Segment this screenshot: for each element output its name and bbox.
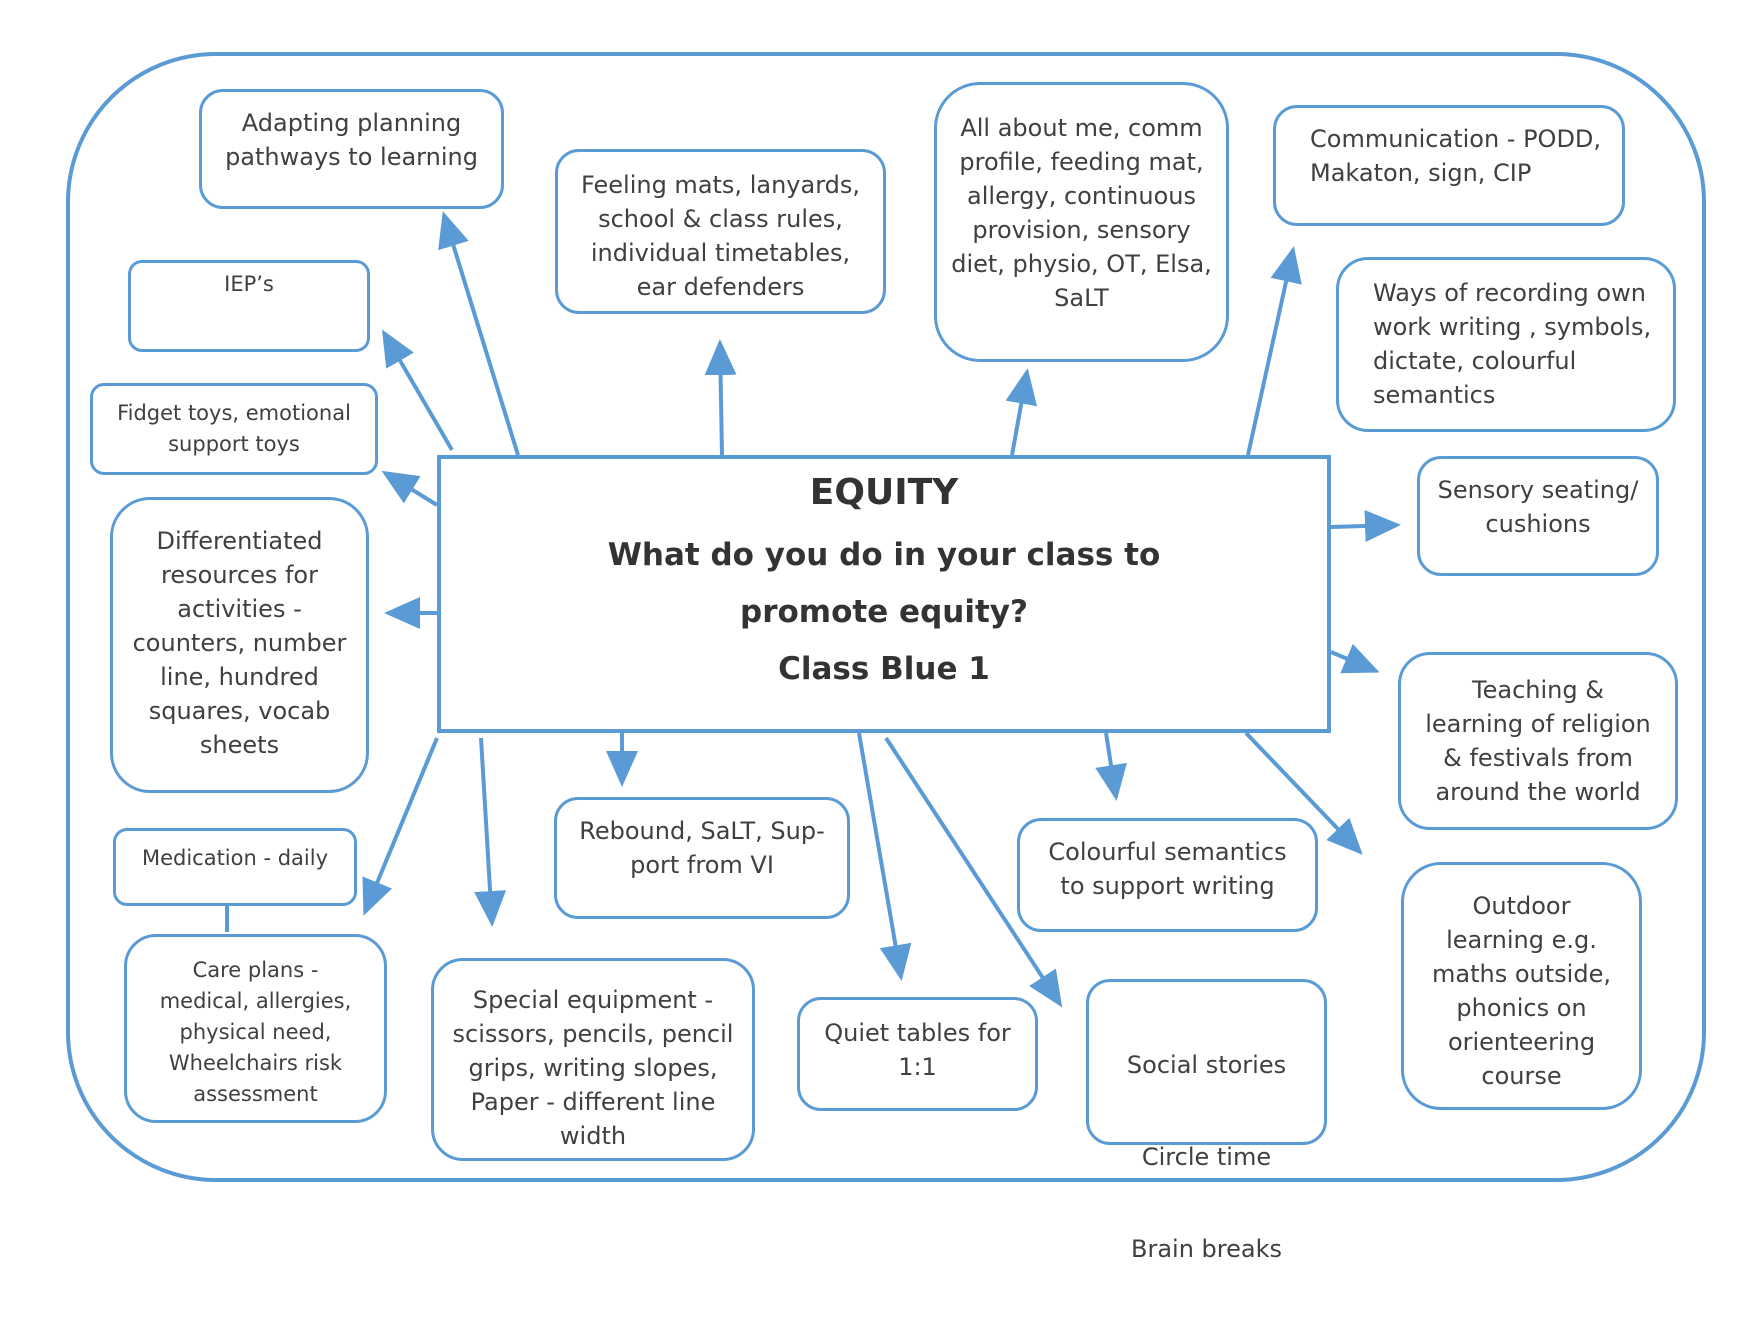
node-ieps: IEP’s [128,260,370,352]
node-special-equipment: Special equipment - scissors, pencils, p… [431,958,755,1161]
arrow-special-equipment [474,737,507,927]
arrow-colourful-semantics [1095,732,1127,801]
social-stories-item: Social stories [1126,1051,1287,1079]
node-communication: Communication - PODD, Makaton, sign, CIP [1273,105,1625,226]
connector-arrows [225,211,1401,1008]
node-outdoor-learning: Outdoor learning e.g. maths outside, pho… [1401,862,1642,1110]
node-rebound: Rebound, SaLT, Sup- port from VI [554,797,850,919]
node-care-plans: Care plans - medical, allergies, physica… [124,934,387,1123]
arrow-all-about-me [1005,368,1038,456]
arrow-social-stories [884,736,1063,1008]
arrow-ieps [381,329,454,452]
node-teaching-religion: Teaching & learning of religion & festiv… [1398,652,1678,830]
outer-frame [66,52,1706,1182]
central-question-line1: What do you do in your class to [607,537,1161,573]
node-feeling-mats: Feeling mats, lanyards, school & class r… [555,149,886,314]
node-adapting-planning: Adapting planning pathways to learning [199,89,504,209]
arrow-care-plans [362,737,439,916]
node-ways-recording: Ways of recording own work writing , sym… [1336,257,1676,432]
arrow-outdoor-learning [1244,731,1363,855]
circle-time-item: Circle time [1141,1143,1272,1171]
brain-breaks-item: Brain breaks [1131,1235,1282,1263]
node-social-stories: Social stories Circle time Brain breaks [1086,979,1327,1263]
arrow-teaching-religion [1330,643,1380,674]
arrow-fidget-toys [381,470,439,507]
node-colourful-semantics: Colourful semantics to support writing [1017,818,1318,932]
node-quiet-tables: Quiet tables for 1:1 [797,997,1038,1111]
node-fidget-toys: Fidget toys, emotional support toys [90,383,378,475]
central-class-name: Class Blue 1 [778,651,990,687]
node-differentiated: Differentiated resources for activities … [110,497,369,793]
central-topic-box: EQUITY What do you do in your class to p… [437,455,1331,733]
node-medication: Medication - daily [113,828,357,906]
central-question-line2: promote equity? [740,594,1028,630]
arrow-adapting-planning [438,211,520,456]
node-sensory-seating: Sensory seating/ cushions [1417,456,1659,576]
arrow-quiet-tables [857,732,912,981]
arrow-communication [1246,246,1302,456]
central-title: EQUITY [809,472,959,513]
node-all-about-me: All about me, comm profile, feeding mat,… [934,82,1229,362]
arrow-sensory-seating [1330,509,1401,542]
arrow-feeling-mats [704,339,737,456]
